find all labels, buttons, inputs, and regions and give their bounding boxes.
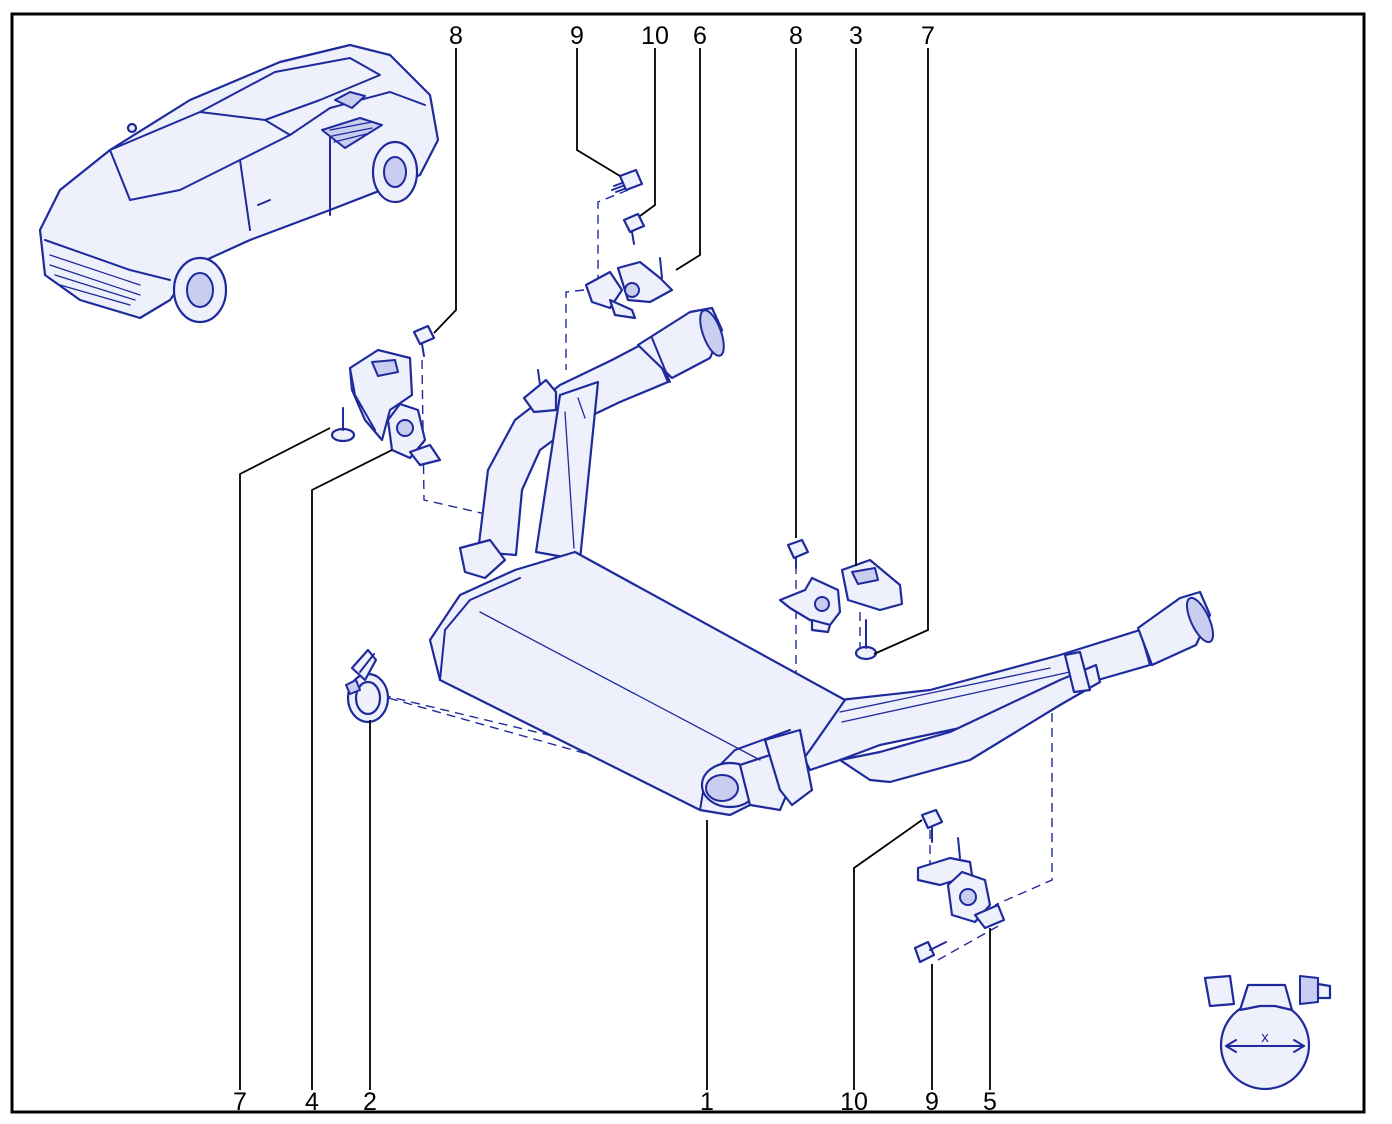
nut-10-top [622,212,646,245]
nut-8-right [786,538,810,569]
assembly-guide-lines [359,189,1053,961]
exhaust-mounting-rubber-3 [778,558,904,634]
clamp-dimension-detail: x [1203,974,1332,1091]
callouts-top: 8 9 10 6 8 3 7 [449,22,935,50]
bolt-7-right [854,619,878,661]
callout-1: 1 [700,1088,714,1116]
callout-6: 6 [693,22,707,50]
drawing-frame [10,12,1366,1114]
callout-5: 5 [983,1088,997,1116]
pipe-hanger-clip [522,369,558,414]
callouts-bottom: 7 4 2 1 10 9 5 [233,1088,997,1116]
rear-silencer [428,538,847,817]
bolt-9-bottom [913,940,947,964]
exhaust-mounting-rubber-4 [348,348,442,467]
exhaust-mounting-rubber-5 [916,837,1006,930]
callout-9-bottom: 9 [925,1088,939,1116]
callout-4: 4 [305,1088,319,1116]
callout-10-bottom: 10 [840,1088,868,1116]
callout-8-left: 8 [449,22,463,50]
bolt-9-top [611,168,644,193]
callout-10-top: 10 [641,22,669,50]
leader-lines [239,48,991,1090]
callout-9-top: 9 [570,22,584,50]
bolt-7-left [330,407,356,443]
exhaust-pipe-left [476,306,725,562]
callout-3: 3 [849,22,863,50]
exhaust-mounting-rubber-6 [584,257,674,320]
callout-2: 2 [363,1088,377,1116]
exhaust-pipe-right [788,590,1215,784]
nut-8-left [412,324,436,357]
callout-7-left: 7 [233,1088,247,1116]
callout-8-right: 8 [789,22,803,50]
exhaust-clamp-2 [345,648,390,724]
callout-7-right: 7 [921,22,935,50]
vehicle-location-thumbnail [38,43,440,324]
clamp-dimension-label: x [1261,1029,1269,1046]
nut-10-bottom [920,808,944,843]
